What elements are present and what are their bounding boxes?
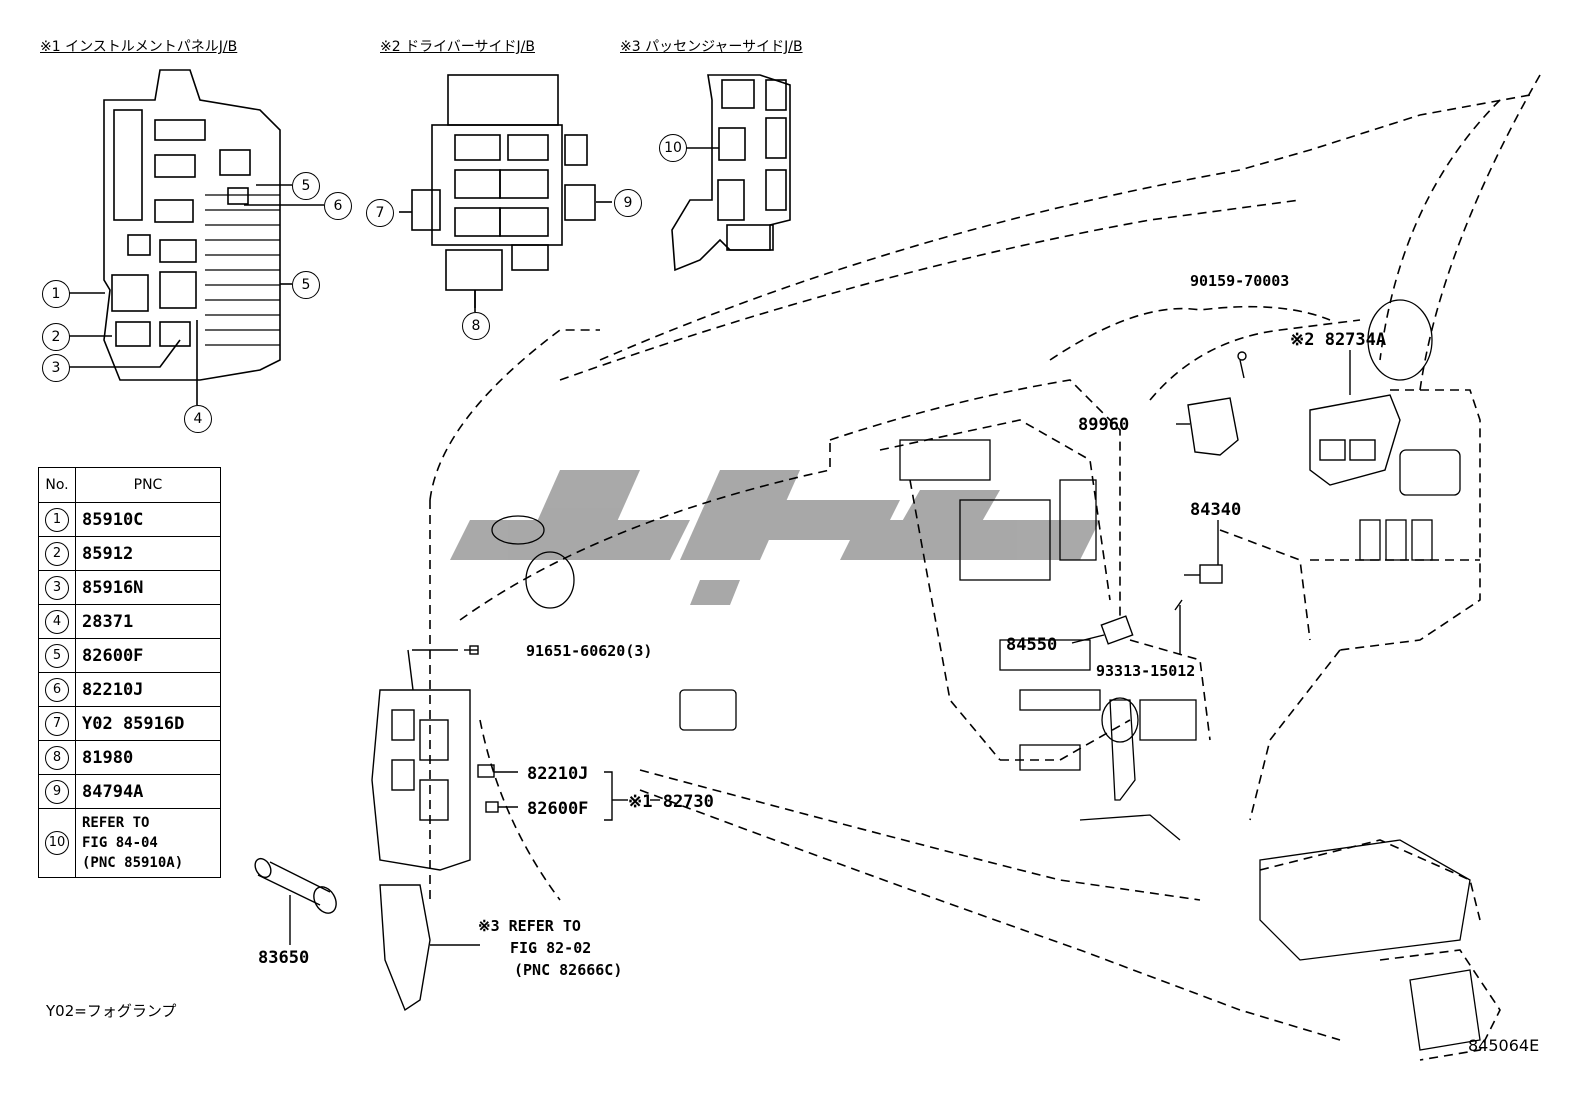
dash-details [491,299,1481,1051]
row-pnc: 28371 [82,611,134,632]
row-pnc: 82600F [82,645,144,666]
jb2-header: ※2 ドライバーサイドJ/B [380,39,535,55]
row-number: 10 [45,831,69,855]
dashboard-drawing [429,74,1541,1061]
table-header-pnc: PNC [75,467,221,503]
table-row: 3 85916N [38,570,221,605]
label-82210j: 82210J [527,764,589,784]
label-84340: 84340 [1190,500,1242,520]
row-number: 5 [45,643,69,668]
table-row: 9 84794A [38,774,221,809]
table-row: 10 REFER TO FIG 84-04 (PNC 85910A) [38,808,221,878]
label-91651-60620: 91651-60620(3) [526,642,653,660]
callout-5a: 5 [292,172,320,200]
label-82734a: ※2 82734A [1290,330,1387,350]
callout-4: 4 [184,405,212,433]
row-pnc: Y02 85916D [82,713,185,734]
row-pnc: 85912 [82,543,134,564]
jb2-drawing [399,74,612,312]
table-row: 6 82210J [38,672,221,707]
row-number: 8 [45,745,69,770]
table-row: 4 28371 [38,604,221,639]
label-93313-15012: 93313-15012 [1096,662,1196,680]
jb3-drawing [671,74,791,272]
row-pnc: 82210J [82,679,144,700]
row-number: 6 [45,677,69,702]
table-row: 8 81980 [38,740,221,775]
table-row: 5 82600F [38,638,221,673]
callout-10: 10 [659,134,687,162]
callout-2: 2 [42,323,70,351]
label-90159-70003: 90159-70003 [1190,272,1290,290]
table-row: 7 Y02 85916D [38,706,221,741]
ref3-line1: ※3 REFER TO [478,917,581,935]
row-pnc-reference: REFER TO FIG 84-04 (PNC 85910A) [82,815,184,871]
figure-id: 845064E [1468,1036,1540,1055]
row-pnc: 85916N [82,577,144,598]
callout-7: 7 [366,199,394,227]
row-number: 9 [45,779,69,804]
ref3-line2: FIG 82-02 [510,939,592,957]
jb1-header: ※1 インストルメントパネルJ/B [40,39,238,55]
footnote: Y02=フォグランプ [46,1002,177,1020]
row-pnc: 81980 [82,747,134,768]
jb3-header: ※3 パッセンジャーサイドJ/B [620,39,803,55]
label-83650: 83650 [258,948,310,968]
row-number: 4 [45,609,69,634]
table-row: 1 85910C [38,502,221,537]
label-82600f: 82600F [527,799,589,819]
callout-8: 8 [462,312,490,340]
label-89960: 89960 [1078,415,1130,435]
table-header-no: No. [38,467,76,503]
ref3-line3: (PNC 82666C) [514,961,623,979]
callout-3: 3 [42,354,70,382]
row-number: 1 [45,507,69,532]
label-84550: 84550 [1006,635,1058,655]
jb1-drawing [68,69,476,405]
row-number: 7 [45,711,69,736]
watermark-logo [450,470,1100,605]
parts-left [254,645,660,1012]
row-number: 2 [45,541,69,566]
pnc-table: No. PNC 1 85910C 2 85912 3 85916N 4 2837… [38,467,221,878]
row-pnc: 85910C [82,509,144,530]
callout-9: 9 [614,189,642,217]
callout-1: 1 [42,280,70,308]
label-82730: ※1 82730 [628,792,714,812]
row-pnc: 84794A [82,781,144,802]
callout-6: 6 [324,192,352,220]
callout-5b: 5 [292,271,320,299]
row-number: 3 [45,575,69,600]
parts-right [1071,350,1401,655]
table-row: 2 85912 [38,536,221,571]
